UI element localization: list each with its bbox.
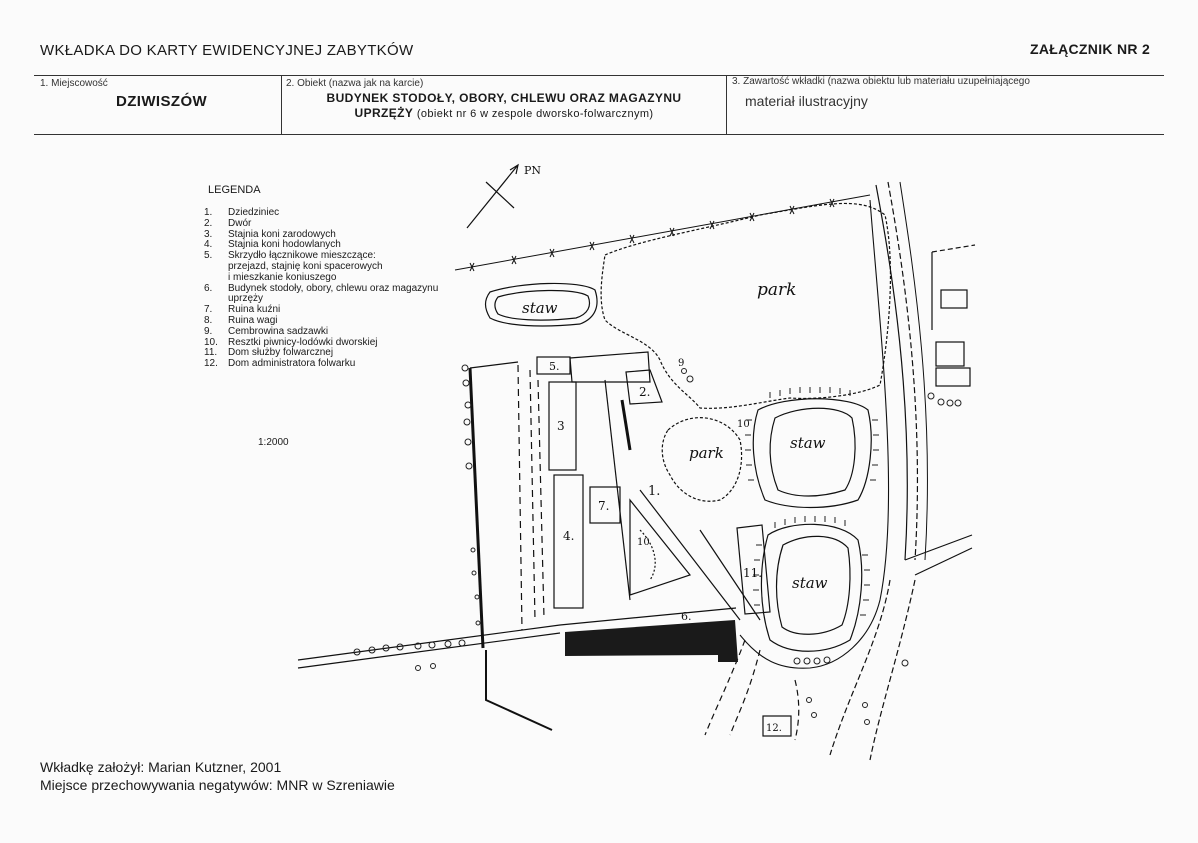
legend-item: 8.Ruina wagi xyxy=(204,314,278,326)
legend-item: 12.Dom administratora folwarku xyxy=(204,358,356,370)
form-top-rule xyxy=(34,75,1164,76)
label-b9: 9 xyxy=(678,358,684,369)
field-object-line2-main: UPRZĘŻY xyxy=(354,106,414,120)
legend-item: 10.Resztki piwnicy-lodówki dworskiej xyxy=(204,336,378,348)
pond-label-2: staw xyxy=(790,434,826,452)
legend-list: 1.Dziedziniec 2.Dwór 3.Stajnia koni zaro… xyxy=(204,207,439,370)
park-label-small: park xyxy=(689,444,724,462)
connecting-wing xyxy=(569,351,651,383)
building-6 xyxy=(565,620,738,662)
fence-ticks xyxy=(469,198,835,272)
label-b11: 11. xyxy=(743,566,762,580)
field-object-line2: UPRZĘŻY (obiekt nr 6 w zespole dworsko-f… xyxy=(286,106,722,122)
legend-item: 2.Dwór xyxy=(204,217,252,229)
attachment-number: ZAŁĄCZNIK NR 2 xyxy=(1030,41,1151,57)
label-b1: 1. xyxy=(648,484,660,499)
form-bottom-rule xyxy=(34,134,1164,135)
courtyard-wall-left xyxy=(468,367,485,649)
label-b5: 5. xyxy=(549,360,560,373)
label-b7: 7. xyxy=(598,499,609,513)
legend-item-continued: uprzęży xyxy=(228,293,264,305)
tree-symbols xyxy=(353,364,962,725)
legend-item: 1.Dziedziniec xyxy=(204,207,280,218)
legend-item: 3.Stajnia koni zarodowych xyxy=(204,228,336,240)
legend-item: 4.Stajnia koni hodowlanych xyxy=(204,239,341,251)
label-b12: 12. xyxy=(766,723,782,734)
pond-2-outer xyxy=(752,398,872,509)
main-road-top xyxy=(297,607,737,661)
label-b10: 10 xyxy=(737,419,750,430)
pond-top-inner xyxy=(494,289,591,321)
legend-item: 7.Ruina kuźni xyxy=(204,304,281,316)
legend-item-continued: i mieszkanie koniuszego xyxy=(228,271,337,283)
building-4 xyxy=(553,474,584,609)
legend-title: LEGENDA xyxy=(208,184,261,196)
map-scale: 1:2000 xyxy=(258,437,289,448)
building-11 xyxy=(736,524,771,615)
form-divider-2 xyxy=(726,75,727,134)
legend-item: 5.Skrzydło łącznikowe mieszczące: xyxy=(204,250,376,262)
label-b4: 4. xyxy=(563,529,574,543)
footer: Wkładkę założył: Marian Kutzner, 2001 Mi… xyxy=(40,758,395,794)
field-object-value: BUDYNEK STODOŁY, OBORY, CHLEWU ORAZ MAGA… xyxy=(286,91,722,122)
pond-2-inner xyxy=(769,407,856,497)
label-b2: 2. xyxy=(639,385,650,399)
legend-item: 11.Dom służby folwarcznej xyxy=(204,347,334,359)
road-right-1 xyxy=(875,184,908,561)
building-3 xyxy=(548,381,577,471)
park-label-large: park xyxy=(757,280,796,300)
north-arrow xyxy=(466,164,519,229)
embankment-ticks xyxy=(745,387,879,616)
legend-item: 6.Budynek stodoły, obory, chlewu oraz ma… xyxy=(204,282,439,294)
pond-top-outer xyxy=(484,282,598,327)
building-2 xyxy=(625,369,663,405)
field-object-note: (obiekt nr 6 w zespole dworsko-folwarczn… xyxy=(416,108,654,120)
legend-item: 9.Cembrowina sadzawki xyxy=(204,325,329,337)
field-content-value: materiał ilustracyjny xyxy=(745,93,868,109)
label-b10-cellar: 10 xyxy=(637,537,650,548)
field-object-line1: BUDYNEK STODOŁY, OBORY, CHLEWU ORAZ MAGA… xyxy=(326,91,682,105)
fence-line xyxy=(454,194,871,271)
field-content-label: 3. Zawartość wkładki (nazwa obiektu lub … xyxy=(732,76,1030,87)
building-12 xyxy=(762,715,792,737)
label-b6: 6. xyxy=(681,610,692,623)
legend-item-continued: przejazd, stajnię koni spacerowych xyxy=(228,260,383,272)
north-label: PN xyxy=(524,164,541,177)
footer-storage: Miejsce przechowywania negatywów: MNR w … xyxy=(40,777,395,793)
pond-3-inner xyxy=(775,535,851,635)
park-large-outline xyxy=(600,202,892,409)
outer-road-edge xyxy=(485,650,553,731)
document-title: WKŁADKA DO KARTY EWIDENCYJNEJ ZABYTKÓW xyxy=(40,42,414,59)
courtyard-wall-top xyxy=(469,361,519,369)
label-b3: 3 xyxy=(557,419,565,433)
field-locality-label: 1. Miejscowość xyxy=(40,78,108,89)
building-5 xyxy=(536,356,571,375)
field-object-label: 2. Obiekt (nazwa jak na karcie) xyxy=(286,78,424,89)
pond-label-top: staw xyxy=(522,299,558,317)
form-divider-1 xyxy=(281,75,282,134)
park-small-outline xyxy=(661,417,743,502)
pond-3-outer xyxy=(760,523,863,652)
field-locality-value: DZIWISZÓW xyxy=(116,93,208,110)
pond-label-3: staw xyxy=(792,574,828,592)
footer-author: Wkładkę założył: Marian Kutzner, 2001 xyxy=(40,759,282,775)
building-7 xyxy=(589,486,621,524)
